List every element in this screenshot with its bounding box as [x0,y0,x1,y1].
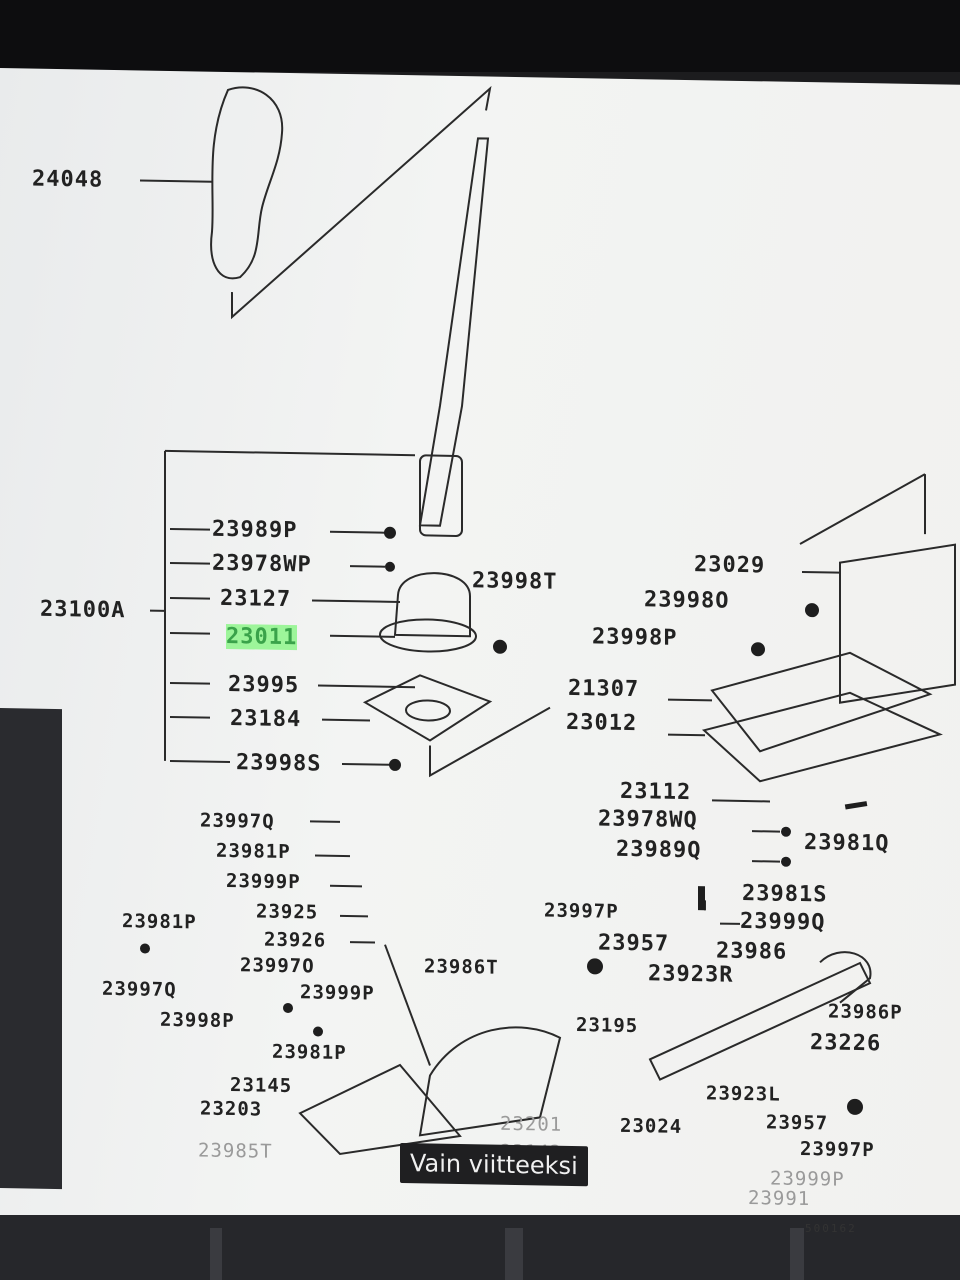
part-label[interactable]: 23195 [576,1014,639,1038]
part-label[interactable]: 23100A [40,596,126,624]
base-plate [362,674,493,742]
monitor-frame-segment [505,1228,523,1280]
part-label[interactable]: 23923R [648,961,734,988]
part-label[interactable]: 23985T [198,1139,273,1163]
part-label[interactable]: 23986 [716,938,788,965]
housing-right [839,543,956,704]
reference-only-tooltip: Vain viitteeksi [400,1142,588,1187]
part-label[interactable]: 23145 [230,1074,293,1098]
part-label[interactable]: 23989P [212,516,298,544]
part-label[interactable]: 23998P [160,1008,235,1033]
part-label[interactable]: 23986P [828,1000,903,1024]
part-label[interactable]: 21307 [568,675,640,703]
monitor-frame-segment [210,1228,222,1280]
part-label[interactable]: 23981P [122,910,197,934]
part-label[interactable]: 23991 [748,1187,811,1211]
part-label[interactable]: 23957 [598,930,670,957]
shift-lever-shape [418,137,490,527]
part-label[interactable]: 23989Q [616,836,702,864]
cover-gasket [710,651,933,753]
part-label[interactable]: 23999P [300,981,375,1005]
bolt-icon [384,526,396,539]
monitor-frame-segment [790,1228,804,1280]
part-label[interactable]: 23201 [500,1112,563,1136]
shift-knob-shape [210,86,284,280]
part-label[interactable]: 23184 [230,706,302,733]
exploded-view-drawing [140,85,956,1155]
part-label[interactable]: 23997Q [102,977,177,1002]
fastener-glyphs [140,526,868,1115]
part-label[interactable]: 23997P [544,899,619,923]
lever-boot [393,572,471,638]
part-label[interactable]: 23978WQ [598,806,698,834]
part-label[interactable]: 23112 [620,778,692,806]
part-label[interactable]: 23029 [694,552,766,579]
part-label[interactable]: 23997Q [200,809,275,833]
part-label[interactable]: 23981P [272,1040,347,1065]
guide-triangle [231,85,492,320]
part-label[interactable]: 23957 [766,1111,829,1135]
part-label[interactable]: 23986T [424,955,499,979]
part-label[interactable]: 23997O [240,954,315,978]
part-label[interactable]: 23997P [800,1137,875,1162]
part-label[interactable]: 23981Q [804,830,890,857]
shift-rod [648,961,872,1081]
part-label[interactable]: 23981S [742,880,828,908]
monitor-top-bezel [0,0,960,72]
part-label[interactable]: 23998O [644,587,730,614]
part-label[interactable]: 23203 [200,1097,263,1121]
part-label[interactable]: 23995 [228,671,300,699]
part-label[interactable]: 23998T [472,568,558,595]
part-label[interactable]: 23127 [220,585,292,613]
part-label[interactable]: 23999P [226,869,301,894]
part-label[interactable]: 23012 [566,709,638,737]
part-label[interactable]: 23923L [706,1082,781,1106]
lever-sleeve [419,454,463,537]
part-label[interactable]: 23978WP [212,550,312,578]
part-label[interactable]: 23226 [810,1030,882,1057]
part-label[interactable]: 23998P [592,624,678,651]
part-label[interactable]: 23998S [236,750,322,777]
highlighted-part-label[interactable]: 23011 [226,623,298,651]
part-label[interactable]: 23926 [264,928,327,952]
diagram-code: 500162 [805,1222,857,1235]
part-label[interactable]: 23981P [216,839,291,864]
part-label[interactable]: 24048 [32,166,104,193]
part-label[interactable]: 23999Q [740,908,826,936]
linkage-housing [418,1026,562,1137]
part-label[interactable]: 23024 [620,1114,683,1138]
part-label[interactable]: 23925 [256,900,319,924]
leader-24048 [140,179,212,183]
parts-diagram-page: 24048 23100A 23989P 23978WP 23127 23011 … [0,68,960,1245]
